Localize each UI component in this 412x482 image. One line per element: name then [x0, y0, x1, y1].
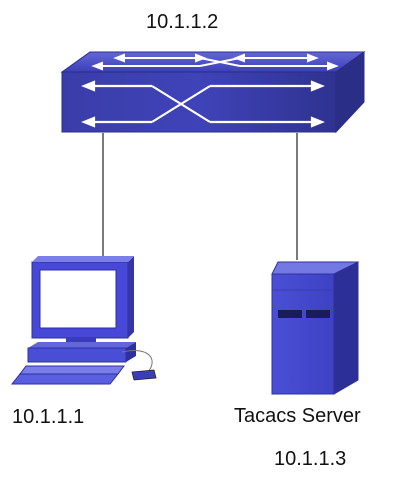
server-ip-label: 10.1.1.3 — [274, 448, 347, 470]
network-switch-icon — [60, 51, 366, 134]
switch-ip-label: 10.1.1.2 — [146, 11, 219, 33]
server-tower-icon — [271, 261, 359, 395]
pc-ip-label: 10.1.1.1 — [12, 406, 85, 428]
desktop-computer-icon — [10, 256, 157, 385]
server-name-label: Tacacs Server — [234, 405, 361, 427]
